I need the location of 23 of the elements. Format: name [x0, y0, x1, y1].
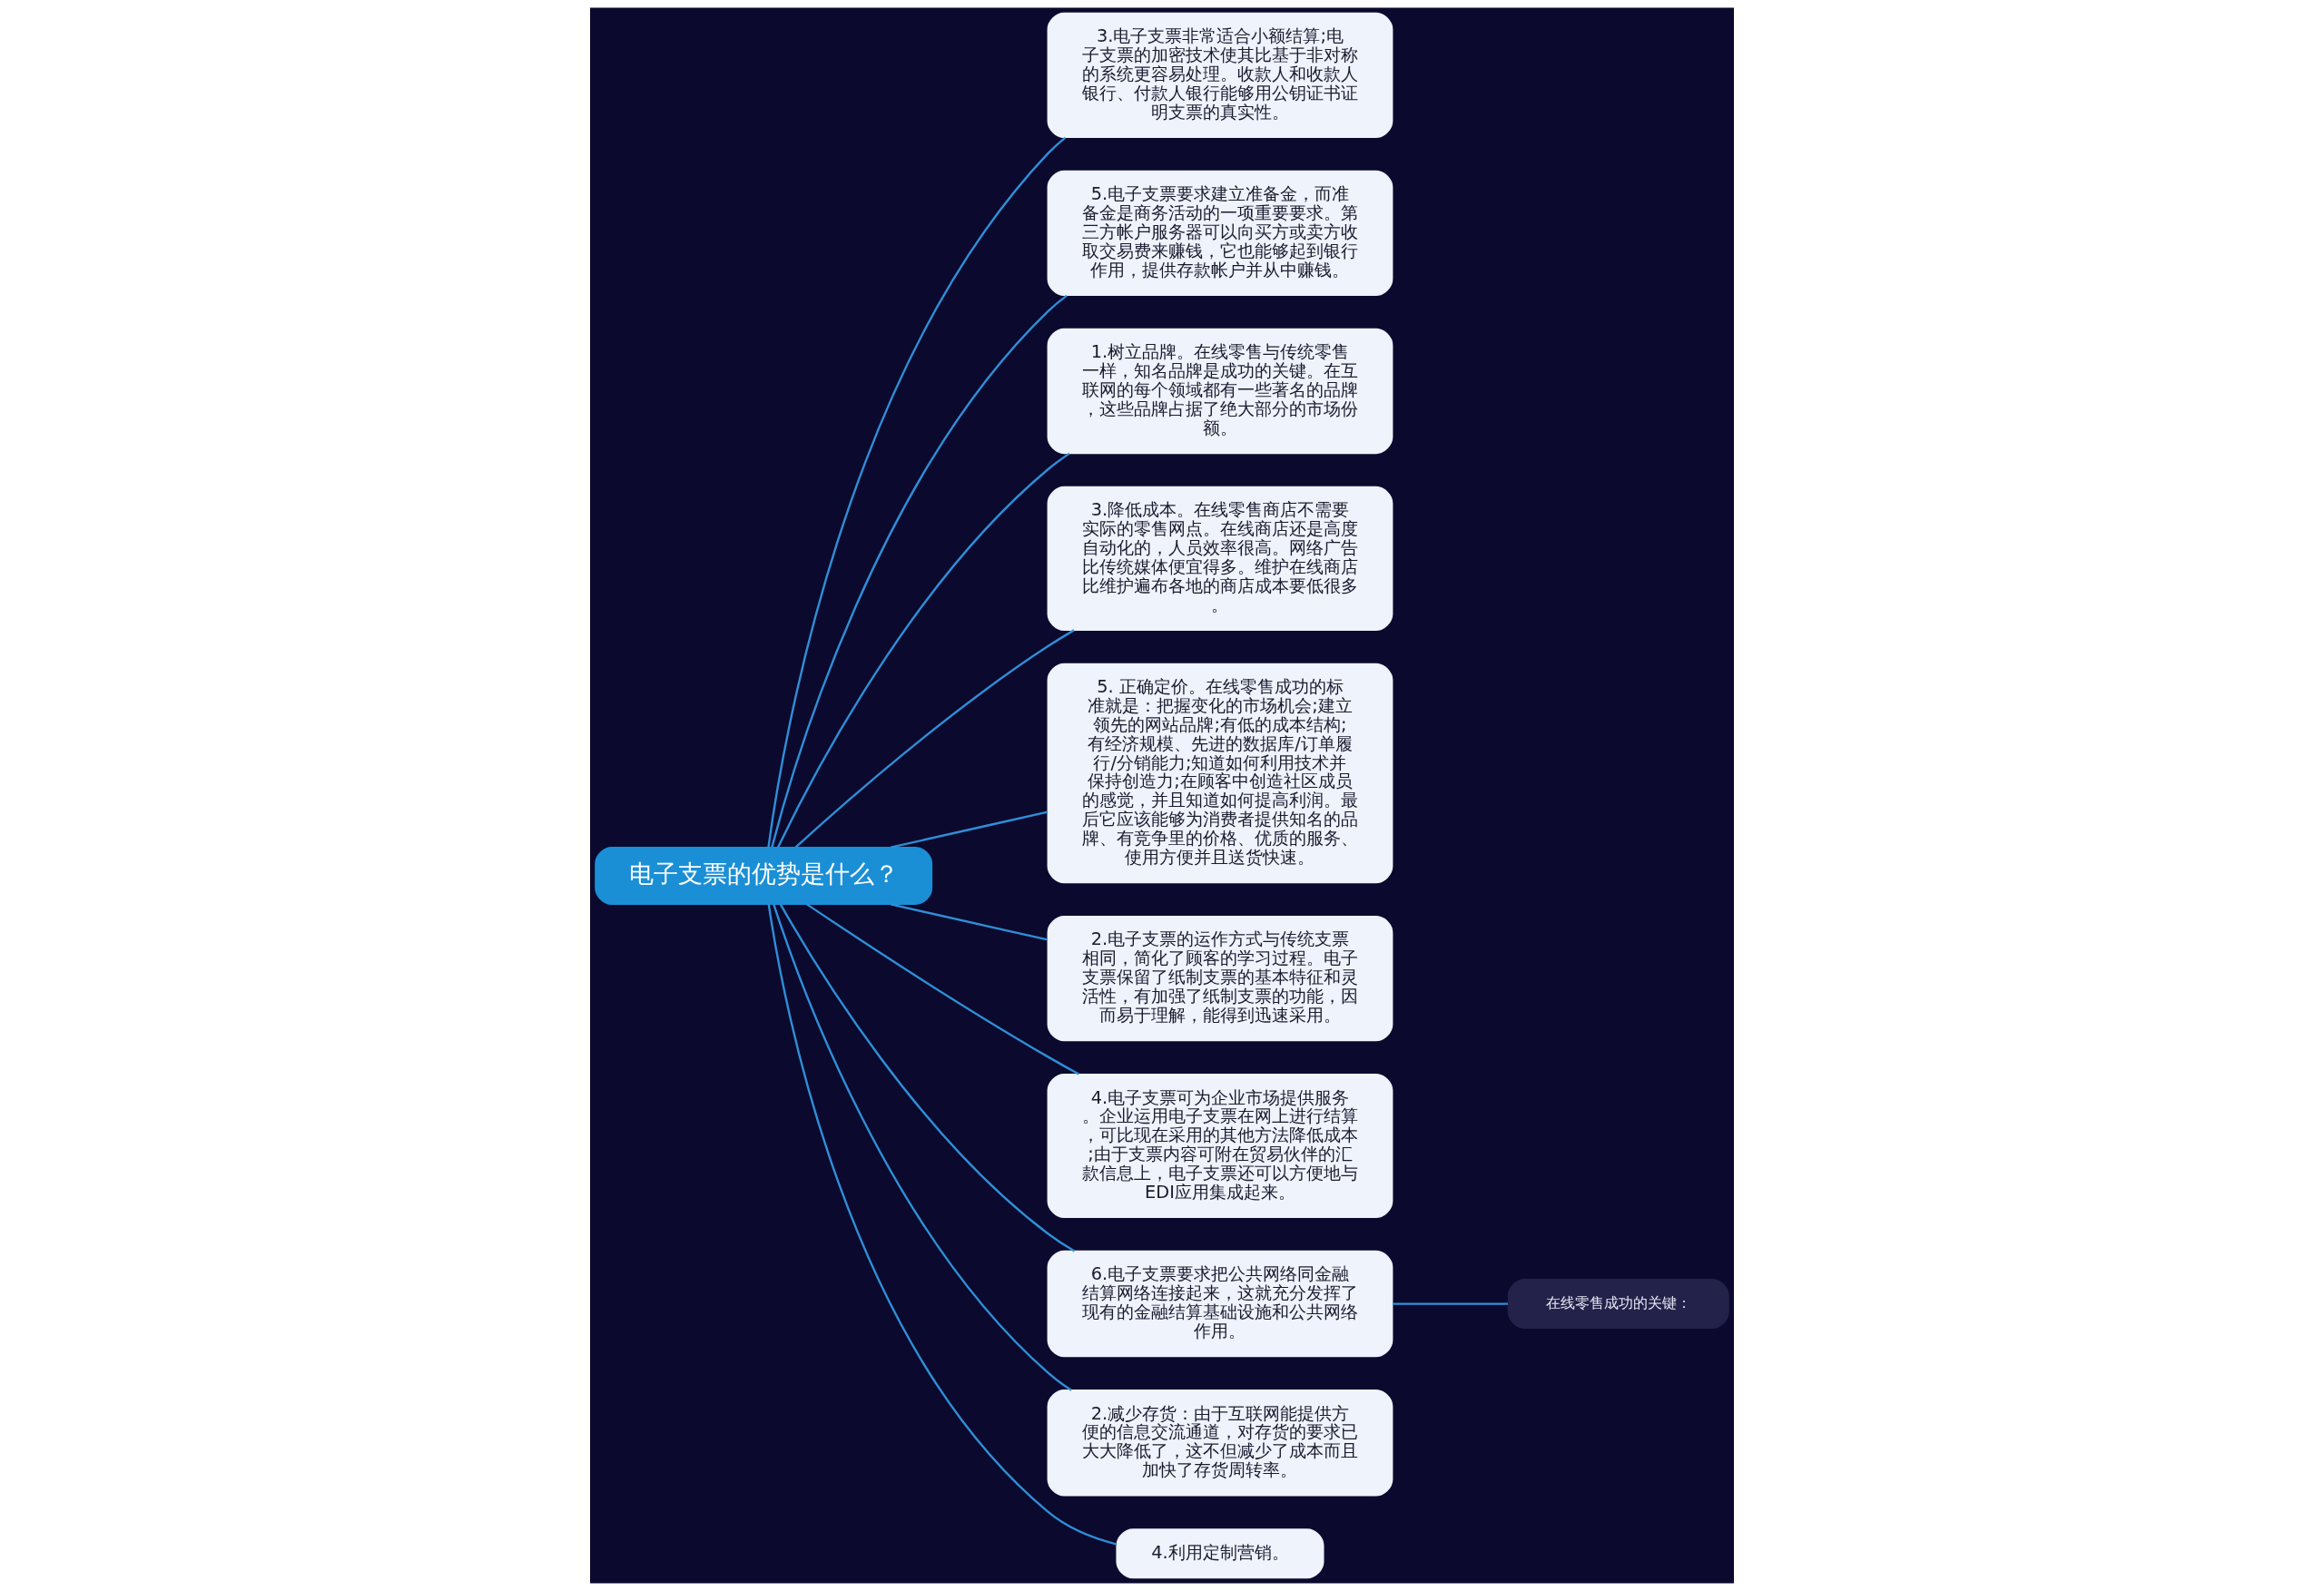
connector	[806, 903, 1079, 1075]
connector	[767, 904, 1118, 1546]
connector	[1393, 1302, 1508, 1305]
node-box: 5. 正确定价。在线零售成功的标准就是：把握变化的市场机会;建立领先的网站品牌;有低的成本结构;有经济规模、先进的数据库/订单履行/分销能力;知道如何利用技术并保持创造力;在顾客中创造社区成员的感觉，并且知道如何提高利润。最后它应该能够为消费者提供知名的品牌、有竞争里的价格、优质的服务、使用方便并且送货快速。	[1047, 663, 1393, 884]
node-box: 2.电子支票的运作方式与传统支票相同，简化了顾客的学习过程。电子支票保留了纸制支票的基本特征和灵活性，有加强了纸制支票的功能，因而易于理解，能得到迅速采用。	[1047, 915, 1393, 1042]
connector	[890, 903, 1049, 941]
connector	[767, 136, 1067, 848]
connector	[794, 629, 1075, 849]
connector	[779, 904, 1076, 1252]
node-box: 4.电子支票可为企业市场提供服务。企业运用电子支票在网上进行结算，可比现在采用的其他方法降低成本;由于支票内容可附在贸易伙伴的汇款信息上，电子支票还可以方便地与EDI应用集成起来。	[1047, 1073, 1393, 1219]
connector	[777, 452, 1070, 849]
connector	[773, 903, 1072, 1391]
node-box: 2.减少存货：由于互联网能提供方便的信息交流通道，对存货的要求已大大降低了，这不但减少了成本而且加快了存货周转率。	[1047, 1390, 1393, 1497]
node-box: 3.降低成本。在线零售商店不需要实际的零售网点。在线商店还是高度自动化的，人员效率很高。网络广告比传统媒体便宜得多。维护在线商店比维护遍布各地的商店成本要低很多。	[1047, 486, 1393, 631]
node-box: 电子支票的优势是什么？	[595, 847, 933, 905]
node-box: 4.利用定制营销。	[1116, 1528, 1324, 1579]
node-box: 在线零售成功的关键：	[1507, 1279, 1729, 1330]
node-box: 5.电子支票要求建立准备金，而准备金是商务活动的一项重要要求。第三方帐户服务器可以向买方或卖方收取交易费来赚钱，它也能够起到银行作用，提供存款帐户并从中赚钱。	[1047, 170, 1393, 297]
node-box: 1.树立品牌。在线零售与传统零售一样，知名品牌是成功的关键。在互联网的每个领域都有一些著名的品牌，这些品牌占据了绝大部分的市场份额。	[1047, 328, 1393, 455]
connector	[890, 810, 1049, 849]
connector	[771, 294, 1068, 848]
node-box: 6.电子支票要求把公共网络同金融结算网络连接起来，这就充分发挥了现有的金融结算基础设施和公共网络作用。	[1047, 1250, 1393, 1358]
node-box: 3.电子支票非常适合小额结算;电子支票的加密技术使其比基于非对称的系统更容易处理。收款人和收款人银行、付款人银行能够用公钥证书证明支票的真实性。	[1047, 12, 1393, 139]
